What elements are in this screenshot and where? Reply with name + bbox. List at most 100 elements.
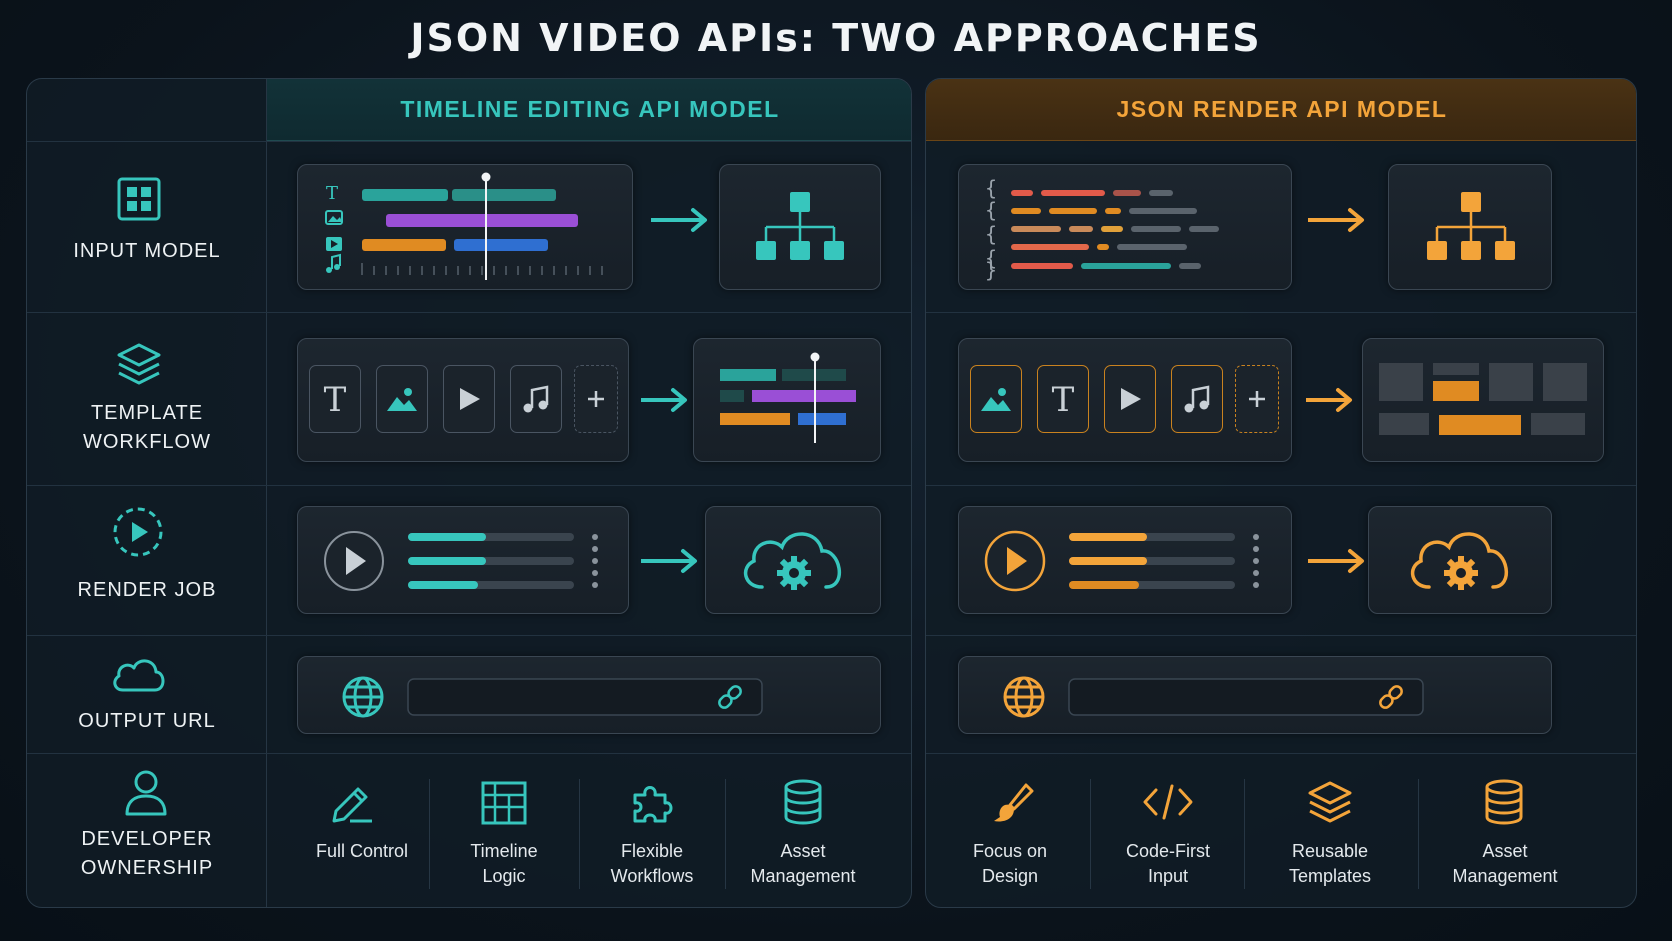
json-layout-result-card (1362, 338, 1604, 462)
layers-icon (1306, 779, 1354, 827)
feature-divider (429, 779, 430, 889)
database-icon (783, 779, 823, 825)
row-label-render-job: RENDER JOB (77, 579, 217, 601)
svg-text:{: { (985, 198, 997, 222)
text-icon: T (1052, 383, 1075, 415)
text-icon: T (324, 383, 347, 415)
json-render-model-header: JSON RENDER API MODEL (926, 79, 1636, 141)
json-template-elements-card: T (958, 338, 1292, 462)
cloud-render-card (705, 506, 881, 614)
right-panel: JSON RENDER API MODEL { { { { } (925, 78, 1637, 908)
feature-divider (1090, 779, 1091, 889)
structure-tree-card (719, 164, 881, 290)
hierarchy-icon (1427, 192, 1515, 260)
json-structure-card (1388, 164, 1552, 290)
timeline-result-card (693, 338, 881, 462)
svg-text:{: { (985, 176, 997, 200)
audio-element-tile[interactable] (1171, 365, 1223, 433)
brush-icon (990, 779, 1036, 825)
timeline-grid-icon (481, 781, 527, 825)
row-divider (27, 312, 911, 313)
json-render-job-card (958, 506, 1292, 614)
image-icon (387, 388, 417, 411)
text-element-tile[interactable]: T (1037, 365, 1089, 433)
output-url-card (297, 656, 881, 734)
arrow-right-icon (649, 205, 711, 235)
cloud-gear-icon (1410, 532, 1509, 590)
row-divider (27, 485, 911, 486)
image-icon (981, 388, 1011, 411)
more-vertical-icon (1253, 534, 1259, 588)
svg-text:{: { (985, 222, 997, 246)
grid-icon (117, 177, 161, 221)
left-panel: TIMELINE EDITING API MODEL INPUT MODEL T… (26, 78, 912, 908)
svg-text:}: } (985, 258, 997, 282)
row-divider (926, 485, 1636, 486)
page-title: JSON VIDEO APIs: TWO APPROACHES (410, 16, 1262, 60)
arrow-right-icon (639, 546, 701, 576)
row-label-column (27, 79, 267, 907)
json-code-card: { { { { } (958, 164, 1292, 290)
plus-icon (588, 391, 604, 407)
pencil-icon (328, 779, 374, 825)
music-note-icon (1184, 385, 1210, 413)
arrow-right-icon (639, 385, 691, 415)
play-circle-icon (112, 506, 164, 558)
user-icon (123, 769, 169, 817)
globe-icon (1003, 676, 1045, 718)
play-icon (460, 388, 480, 410)
video-element-tile[interactable] (443, 365, 495, 433)
row-label-input-model: INPUT MODEL (73, 240, 221, 262)
row-divider (27, 141, 911, 142)
link-icon (1379, 685, 1403, 709)
puzzle-icon (629, 779, 677, 825)
feature-divider (1418, 779, 1419, 889)
row-divider (926, 635, 1636, 636)
row-label-output-url: OUTPUT URL (78, 710, 216, 732)
json-output-url-card (958, 656, 1552, 734)
feature-divider (725, 779, 726, 889)
music-note-icon (523, 385, 549, 413)
globe-icon (342, 676, 384, 718)
more-vertical-icon (592, 534, 598, 588)
timeline-ruler (361, 263, 603, 275)
audio-element-tile[interactable] (510, 365, 562, 433)
cloud-icon (109, 654, 167, 694)
timeline-editor-card: T (297, 164, 633, 290)
arrow-right-icon (1306, 205, 1368, 235)
cloud-gear-icon (743, 532, 842, 590)
row-divider (926, 312, 1636, 313)
link-icon (718, 685, 742, 709)
video-element-tile[interactable] (1104, 365, 1156, 433)
row-divider (926, 753, 1636, 754)
database-icon (1484, 779, 1524, 825)
image-element-tile[interactable] (376, 365, 428, 433)
json-cloud-render-card (1368, 506, 1552, 614)
code-icon (1142, 783, 1194, 821)
arrow-right-icon (1306, 546, 1368, 576)
svg-text:T: T (324, 383, 347, 415)
hierarchy-icon (756, 192, 844, 260)
plus-icon (1249, 391, 1265, 407)
add-element-tile[interactable] (1235, 365, 1279, 433)
row-divider (27, 753, 911, 754)
image-element-tile[interactable] (970, 365, 1022, 433)
add-element-tile[interactable] (574, 365, 618, 433)
render-job-card (297, 506, 629, 614)
row-divider (27, 635, 911, 636)
feature-divider (1244, 779, 1245, 889)
layers-icon (115, 341, 163, 389)
arrow-right-icon (1304, 385, 1356, 415)
svg-text:{: { (985, 246, 997, 270)
feature-divider (579, 779, 580, 889)
text-element-tile[interactable]: T (309, 365, 361, 433)
template-elements-card: T (297, 338, 629, 462)
